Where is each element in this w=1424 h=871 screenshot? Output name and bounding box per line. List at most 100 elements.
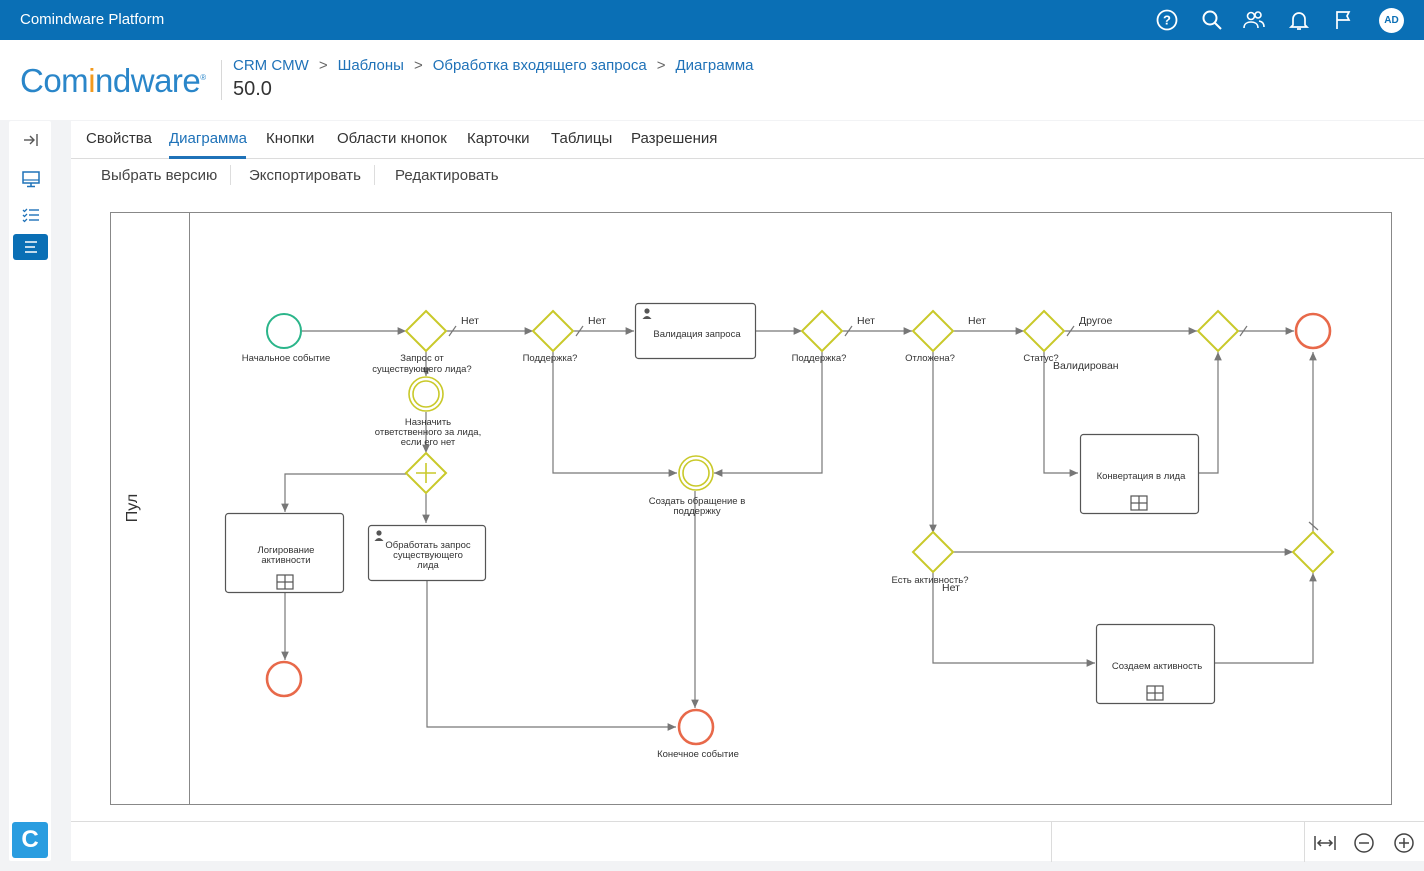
flow-edge (1199, 352, 1222, 474)
user-avatar[interactable]: AD (1379, 8, 1404, 33)
page-header: Comindware® CRM CMW>Шаблоны>Обработка вх… (0, 40, 1424, 120)
sidebar-menu-button[interactable] (13, 234, 48, 260)
edit-button[interactable]: Редактировать (395, 167, 499, 184)
bpmn-diagram-canvas[interactable]: Пул (109, 212, 1393, 807)
gateway-support-1-label: Поддержка? (523, 353, 578, 364)
start-event-label: Начальное событие (242, 353, 330, 364)
flow-edge (714, 351, 823, 477)
task-create-activity[interactable] (1095, 623, 1216, 705)
tab-permissions[interactable]: Разрешения (631, 130, 718, 147)
task-validation[interactable] (634, 302, 757, 360)
tab-properties[interactable]: Свойства (86, 130, 152, 147)
tab-button-areas[interactable]: Области кнопок (337, 130, 447, 147)
task-process-label-1: Обработать запрос (385, 540, 471, 551)
intermediate-create-label-1: Создать обращение в (649, 496, 746, 507)
intermediate-assign-label-2: ответственного за лида, (375, 427, 481, 438)
intermediate-assign-label-3: если его нет (401, 437, 456, 448)
collapse-arrow-icon (23, 134, 38, 146)
flow-edge (1043, 351, 1078, 477)
left-sidebar: C (9, 121, 51, 861)
gateway-support-1[interactable] (531, 309, 575, 353)
flow-edge (1215, 573, 1317, 664)
search-icon[interactable] (1200, 8, 1224, 32)
expand-sidebar-button[interactable] (13, 127, 48, 153)
flag-icon[interactable] (1332, 8, 1356, 32)
intermediate-event-assign[interactable] (408, 376, 444, 412)
gateway-activity[interactable] (911, 530, 955, 574)
pool-label: Пул (124, 494, 141, 522)
flow-edge (426, 581, 676, 731)
task-logging-label-1: Логирование (258, 545, 315, 556)
gateway-request[interactable] (404, 309, 448, 353)
flow-edge (552, 351, 677, 477)
task-logging-label-2: активности (261, 555, 310, 566)
intermediate-assign-label-1: Назначить (405, 417, 451, 428)
gateway-status[interactable] (1022, 309, 1066, 353)
user-task-icon (374, 308, 652, 541)
tab-cards[interactable]: Карточки (467, 130, 530, 147)
breadcrumb-crm[interactable]: CRM CMW (233, 57, 309, 74)
flow-label-no: Нет (968, 315, 986, 327)
task-convert-lead[interactable] (1079, 433, 1200, 515)
zoom-out-icon[interactable] (1351, 830, 1377, 856)
start-event[interactable] (266, 313, 302, 349)
end-event-logging[interactable] (265, 660, 303, 698)
end-event-label: Конечное событие (657, 749, 739, 760)
task-create-activity-label: Создаем активность (1112, 661, 1202, 672)
end-event-main[interactable] (677, 708, 715, 746)
gateway-postponed[interactable] (911, 309, 955, 353)
flow-label-no: Нет (588, 315, 606, 327)
flow-label-other: Другое (1079, 315, 1113, 327)
flow-label-no: Нет (461, 315, 479, 327)
gateway-request-label-2: существующего лида? (372, 364, 471, 375)
app-title: Comindware Platform (20, 11, 165, 28)
gateway-merge-top[interactable] (1196, 309, 1240, 353)
bpmn-diagram: Пул (110, 212, 1392, 805)
logo-divider (221, 60, 222, 100)
gateway-request-label-1: Запрос от (400, 353, 444, 364)
task-process-request[interactable] (367, 524, 487, 582)
flow-edge (281, 473, 406, 512)
fit-width-icon[interactable] (1312, 830, 1338, 856)
version-number: 50.0 (233, 78, 272, 100)
zoom-in-icon[interactable] (1391, 830, 1417, 856)
subprocess-marker-icon (276, 495, 1164, 701)
users-icon[interactable] (1242, 8, 1266, 32)
list-lines-icon (24, 241, 37, 253)
breadcrumb-templates[interactable]: Шаблоны (337, 57, 404, 74)
bell-icon[interactable] (1287, 8, 1311, 32)
comindware-c-logo[interactable]: C (12, 822, 48, 858)
task-validation-label: Валидация запроса (653, 329, 741, 340)
export-button[interactable]: Экспортировать (249, 167, 361, 184)
task-logging[interactable] (224, 512, 345, 594)
svg-text:?: ? (1163, 13, 1171, 28)
toolbar-divider (230, 165, 231, 185)
breadcrumb-process[interactable]: Обработка входящего запроса (432, 57, 647, 74)
tab-tables[interactable]: Таблицы (551, 130, 613, 147)
gateway-support-2-label: Поддержка? (792, 353, 847, 364)
end-event-top[interactable] (1294, 312, 1332, 350)
flow-label-no: Нет (942, 582, 960, 594)
breadcrumb: CRM CMW>Шаблоны>Обработка входящего запр… (233, 57, 754, 74)
gateway-merge-bottom[interactable] (1291, 530, 1335, 574)
intermediate-event-create[interactable] (678, 455, 714, 491)
comindware-logo: Comindware® (20, 62, 206, 99)
checklist-icon (22, 208, 39, 223)
breadcrumb-diagram[interactable]: Диаграмма (675, 57, 754, 74)
gateway-status-label: Статус? (1023, 353, 1058, 364)
tab-diagram[interactable]: Диаграмма (169, 130, 248, 147)
top-bar: Comindware Platform ? AD (0, 0, 1424, 40)
sidebar-tasks-button[interactable] (13, 202, 48, 228)
flow-label-validated: Валидирован (1053, 360, 1119, 372)
gateway-activity-label: Есть активность? (891, 575, 968, 586)
gateway-support-2[interactable] (800, 309, 844, 353)
sidebar-desktop-button[interactable] (13, 166, 48, 192)
choose-version-button[interactable]: Выбрать версию (101, 167, 218, 184)
flow-edge (932, 572, 1095, 667)
help-icon[interactable]: ? (1155, 8, 1179, 32)
monitor-icon (21, 171, 40, 188)
pool-frame (110, 212, 1392, 805)
gateway-postponed-label: Отложена? (905, 353, 955, 364)
task-convert-label: Конвертация в лида (1097, 471, 1187, 482)
tab-buttons[interactable]: Кнопки (266, 130, 315, 147)
